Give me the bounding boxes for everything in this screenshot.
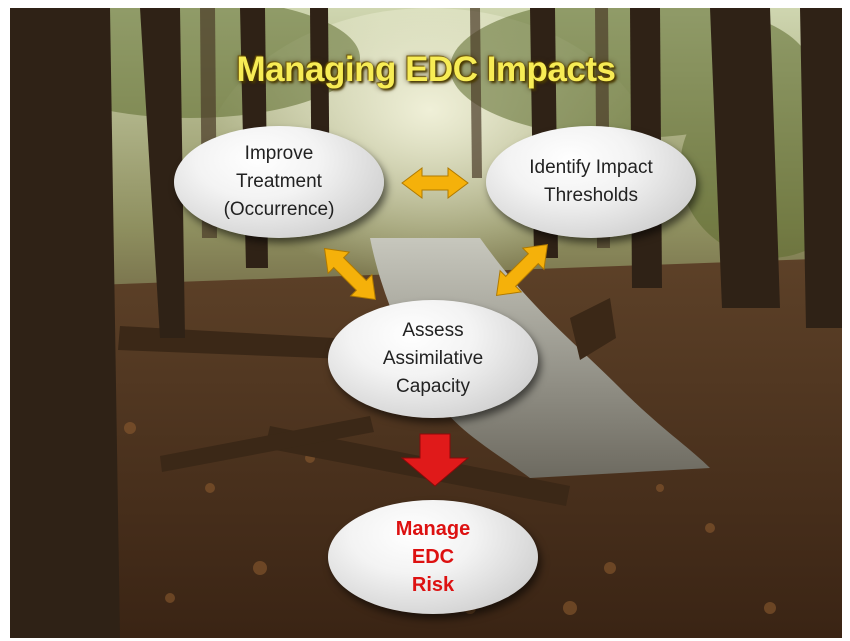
node-line: Manage	[395, 518, 471, 540]
node-line: Improve	[244, 143, 314, 164]
right-diagonal-double-arrow	[495, 243, 549, 297]
assess-capacity-node: Assess Assimilative Capacity	[328, 300, 538, 418]
horizontal-double-arrow	[401, 167, 469, 199]
node-line: EDC	[411, 546, 455, 568]
left-diagonal-double-arrow	[323, 247, 377, 301]
slide: Managing EDC Impacts Improve Treatment (…	[10, 8, 842, 638]
node-line: Assimilative	[382, 348, 484, 369]
arrows-layer	[323, 167, 549, 487]
improve-treatment-node: Improve Treatment (Occurrence)	[174, 126, 384, 238]
node-line: Treatment	[236, 171, 322, 192]
node-line: (Occurrence)	[223, 199, 335, 220]
node-line: Thresholds	[544, 185, 638, 206]
down-arrow	[400, 433, 470, 487]
node-line: Identify Impact	[529, 157, 653, 178]
node-line: Assess	[402, 320, 464, 341]
page-title: Managing EDC Impacts	[236, 50, 616, 89]
manage-risk-node: Manage EDC Risk	[328, 500, 538, 614]
node-line: Risk	[411, 574, 455, 596]
node-line: Capacity	[396, 376, 470, 397]
identify-thresholds-node: Identify Impact Thresholds	[486, 126, 696, 238]
